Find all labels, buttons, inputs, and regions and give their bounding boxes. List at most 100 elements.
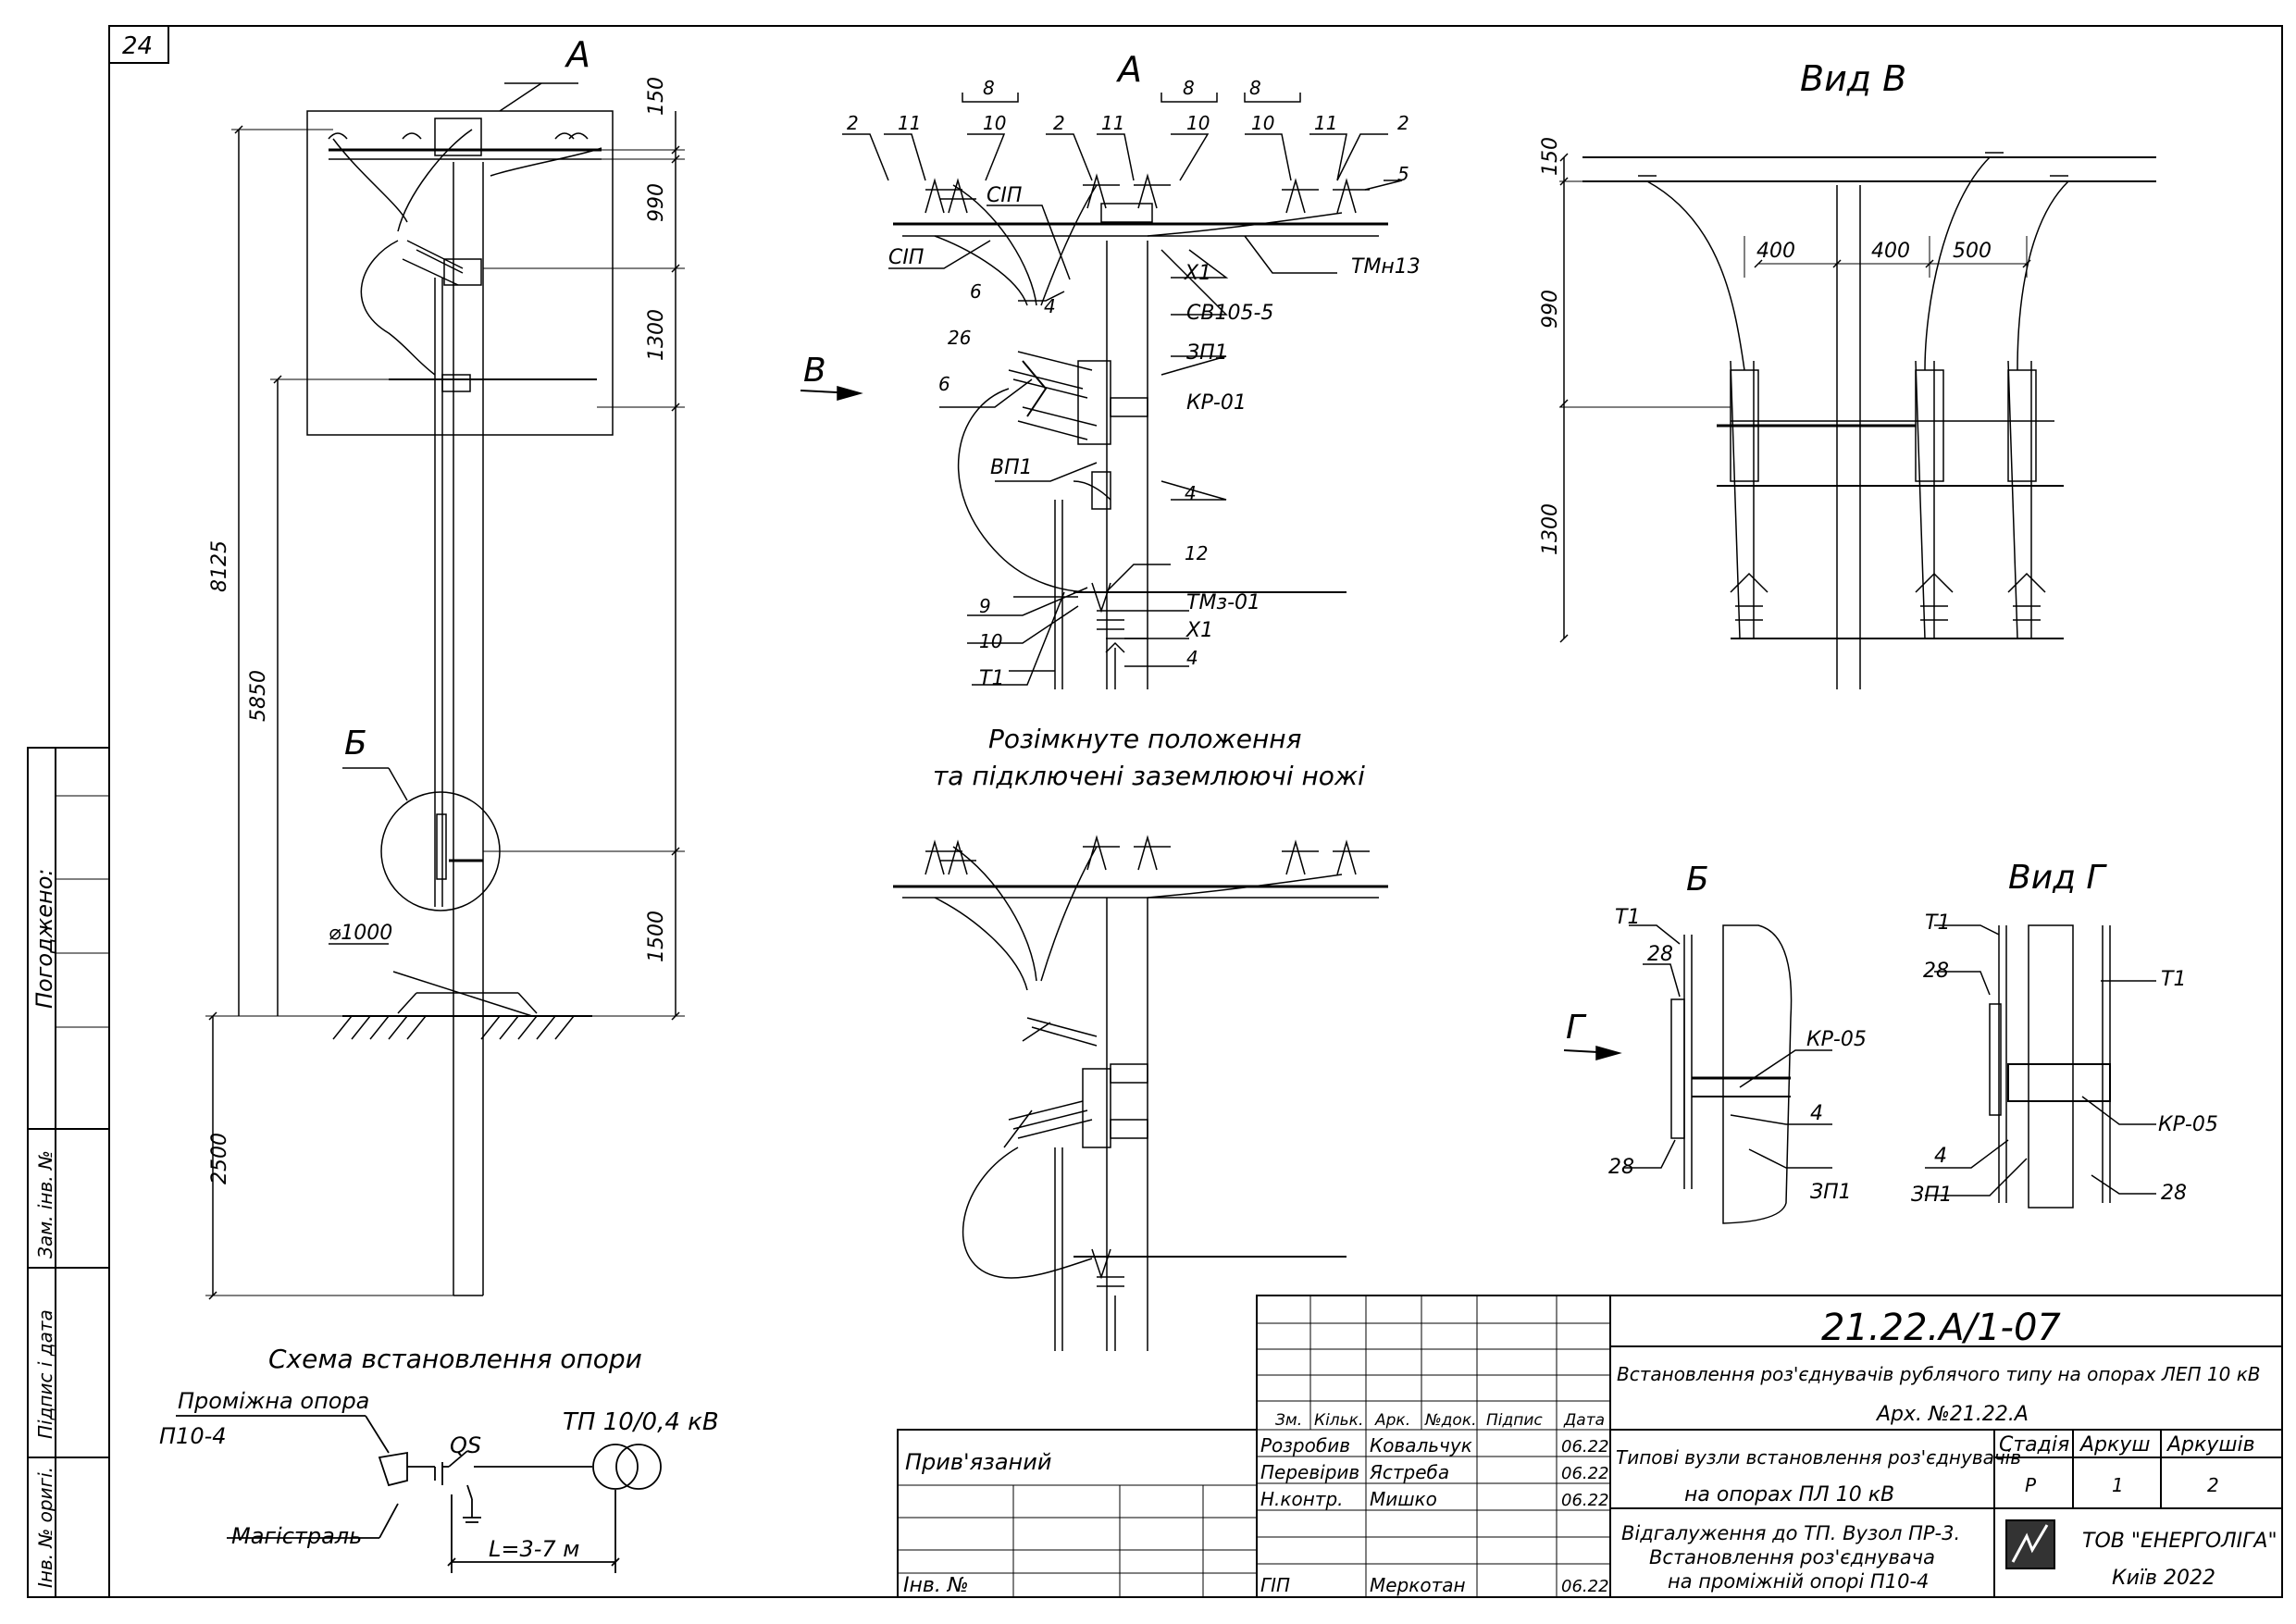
detail-a-callout-2b: 2 — [1053, 112, 1065, 134]
sheet-number: 24 — [122, 32, 153, 60]
header-zm: Зм. — [1275, 1411, 1302, 1430]
name-ncontrol: Мишко — [1370, 1488, 1437, 1510]
pole-dim-8125: 8125 — [208, 540, 231, 592]
detail-a-callout-11b: 11 — [1101, 112, 1124, 134]
scheme-pole-type-1: Проміжна опора — [178, 1388, 369, 1414]
view-b-dim-150: 150 — [1539, 137, 1562, 176]
detail-b-callout-zp1: ЗП1 — [1810, 1181, 1852, 1204]
agreed-label: Погоджено: — [31, 869, 57, 1009]
detail-a-callout-12: 12 — [1185, 542, 1208, 564]
detail-a-callout-t1: Т1 — [979, 667, 1004, 690]
detail-a-callout-x1b: Х1 — [1185, 619, 1213, 642]
role-ncontrol: Н.контр. — [1260, 1488, 1344, 1510]
scheme-title: Схема встановлення опори — [268, 1344, 642, 1374]
detail-a-drawing — [800, 93, 1403, 689]
inv-label: Інв. № — [903, 1574, 969, 1597]
open-position-drawing — [893, 835, 1388, 1351]
date-ncontrol: 06.22 — [1561, 1491, 1609, 1510]
pole-diameter: ⌀1000 — [329, 922, 392, 945]
scheme-switch: QS — [450, 1432, 481, 1458]
pole-dim-5850: 5850 — [247, 670, 270, 722]
detail-b-callout-kr05: КР-05 — [1806, 1028, 1867, 1051]
pole-elevation — [205, 82, 685, 1300]
detail-a-callout-6b: 6 — [938, 373, 950, 395]
detail-a-callout-4: 4 — [1044, 295, 1056, 317]
date-checker: 06.22 — [1561, 1464, 1609, 1483]
detail-a-callout-6: 6 — [970, 280, 982, 303]
title-block-grid — [897, 1295, 2283, 1598]
detail-a-arrow-label: В — [803, 352, 826, 390]
detail-a-callout-vp1: ВП1 — [990, 456, 1033, 479]
header-sign: Підпис — [1486, 1411, 1543, 1430]
detail-b-callout-28b: 28 — [1608, 1156, 1634, 1179]
sheet-label: Аркуш — [2079, 1433, 2150, 1457]
project-name: Встановлення роз'єднувачів рублячого тип… — [1617, 1363, 2261, 1385]
subtitle-1: Типові вузли встановлення роз'єднувачів — [1616, 1446, 2021, 1469]
view-b-dim-400a: 400 — [1756, 240, 1795, 263]
detail-a-callout-8: 8 — [983, 77, 995, 99]
role-developer: Розробив — [1260, 1434, 1350, 1457]
header-doc: №док. — [1424, 1411, 1477, 1430]
header-date: Дата — [1563, 1411, 1605, 1430]
archive-number: Арх. №21.22.А — [1875, 1403, 2029, 1426]
detail-a-callout-2c: 2 — [1397, 112, 1409, 134]
detail-a-callout-8c: 8 — [1249, 77, 1261, 99]
company-city: Київ 2022 — [2112, 1567, 2215, 1590]
detail-a-callout-x1: Х1 — [1184, 262, 1211, 285]
detail-a-callout-tmn13: ТМн13 — [1351, 255, 1421, 279]
scheme-pole-type-2: П10-4 — [159, 1423, 227, 1449]
header-ark: Арк. — [1374, 1411, 1410, 1430]
name-developer: Ковальчук — [1370, 1434, 1472, 1457]
view-g-callout-kr05: КР-05 — [2158, 1113, 2218, 1136]
view-g-drawing — [1925, 924, 2156, 1209]
header-kilk: Кільк. — [1314, 1411, 1363, 1430]
stage-label: Стадія — [1999, 1433, 2069, 1457]
pole-dim-2500: 2500 — [208, 1133, 231, 1184]
scheme-distance: L=3-7 м — [489, 1536, 579, 1562]
sheet-title-3: на проміжній опорі П10-4 — [1668, 1570, 1929, 1593]
pole-dim-990: 990 — [645, 183, 668, 222]
sheets-value: 2 — [2207, 1474, 2219, 1496]
sheet-title-2: Встановлення роз'єднувача — [1649, 1546, 1935, 1568]
date-developer: 06.22 — [1561, 1437, 1609, 1457]
detail-a-callout-5: 5 — [1397, 163, 1409, 185]
detail-a-callout-26: 26 — [948, 327, 971, 349]
detail-a-callout-tmz01: ТМз-01 — [1186, 591, 1260, 614]
company-name: ТОВ "ЕНЕРГОЛІГА" — [2082, 1530, 2277, 1553]
detail-a-callout-zp1: ЗП1 — [1186, 341, 1228, 365]
view-b-dim-500: 500 — [1953, 240, 1992, 263]
detail-a-callout-10: 10 — [983, 112, 1006, 134]
role-gip: ГІП — [1260, 1574, 1290, 1596]
view-b-dim-400b: 400 — [1871, 240, 1910, 263]
detail-a-callout-4b: 4 — [1185, 482, 1197, 504]
detail-b-arrow-label: Г — [1566, 1009, 1587, 1047]
subtitle-2: на опорах ПЛ 10 кВ — [1684, 1483, 1894, 1506]
view-g-callout-4: 4 — [1934, 1145, 1947, 1168]
detail-a-callout-sip-2: СІП — [888, 246, 924, 269]
detail-a-callout-4c: 4 — [1186, 647, 1198, 669]
open-position-caption-1: Розімкнуте положення — [988, 724, 1301, 754]
view-b-drawing — [1559, 152, 2156, 689]
pole-dim-1500: 1500 — [645, 911, 668, 962]
view-g-callout-28b: 28 — [2161, 1182, 2187, 1205]
detail-a-callout-11c: 11 — [1314, 112, 1337, 134]
doc-code: 21.22.А/1-07 — [1821, 1307, 2061, 1349]
orig-inv-label: Інв. № оригі. — [34, 1467, 56, 1588]
view-g-callout-zp1: ЗП1 — [1911, 1184, 1953, 1207]
detail-a-callout-10b: 10 — [1186, 112, 1210, 134]
installation-scheme — [176, 1415, 662, 1573]
pole-label-a: А — [564, 34, 590, 75]
detail-a-callout-8b: 8 — [1183, 77, 1195, 99]
detail-a-callout-sv105: СВ105-5 — [1186, 302, 1273, 325]
view-g-title: Вид Г — [2008, 859, 2107, 897]
view-b-dim-990: 990 — [1539, 290, 1562, 329]
name-gip: Меркотан — [1370, 1574, 1466, 1596]
date-gip: 06.22 — [1561, 1577, 1609, 1596]
detail-a-callout-9: 9 — [979, 595, 991, 617]
pole-dim-1300: 1300 — [645, 309, 668, 361]
stage-value: Р — [2025, 1474, 2037, 1496]
detail-a-callout-10c: 10 — [1251, 112, 1274, 134]
detail-b-drawing — [1563, 924, 1832, 1224]
sign-date-label: Підпис і дата — [34, 1309, 56, 1439]
